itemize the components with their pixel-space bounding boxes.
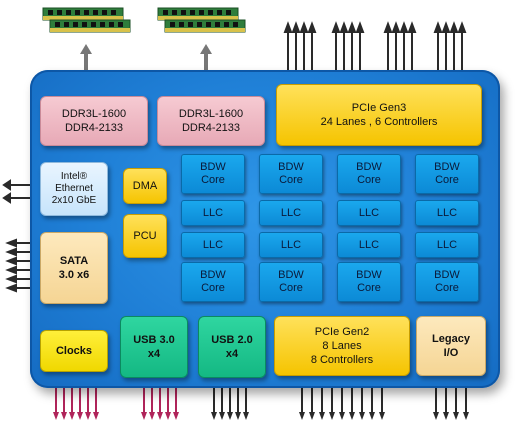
llc-slice-2-2: LLC [337, 232, 401, 258]
dma-block: DMA [123, 168, 167, 204]
core-label: BDW [278, 269, 304, 281]
ethernet-title: Ethernet [55, 183, 93, 194]
llc-label: LLC [436, 238, 458, 251]
core-sublabel: Core [435, 282, 459, 294]
usb2-detail: x4 [225, 348, 239, 360]
core-sublabel: Core [279, 174, 303, 186]
usb2-title: USB 2.0 [211, 334, 253, 346]
legacy-detail: I/O [443, 347, 459, 359]
llc-slice-2-0: LLC [181, 232, 245, 258]
memory-left-line1: DDR3L-1600 [61, 108, 127, 120]
llc-slice-2-3: LLC [415, 232, 479, 258]
core-label: BDW [434, 269, 460, 281]
clocks-label: Clocks [55, 345, 93, 357]
core-label: BDW [278, 161, 304, 173]
core-label: BDW [200, 269, 226, 281]
llc-slice-2-1: LLC [259, 232, 323, 258]
llc-label: LLC [358, 238, 380, 251]
llc-slice-1-0: LLC [181, 200, 245, 226]
pcie-gen3-detail: 24 Lanes , 6 Controllers [320, 116, 438, 128]
llc-label: LLC [358, 206, 380, 219]
core-sublabel: Core [201, 282, 225, 294]
llc-slice-1-1: LLC [259, 200, 323, 226]
core-label: BDW [434, 161, 460, 173]
llc-label: LLC [280, 206, 302, 219]
memory-right-line2: DDR4-2133 [181, 122, 241, 134]
core-label: BDW [356, 161, 382, 173]
legacy-io-block: Legacy I/O [416, 316, 486, 376]
core-label: BDW [200, 161, 226, 173]
core-sublabel: Core [435, 174, 459, 186]
pcie-gen2-block: PCIe Gen2 8 Lanes 8 Controllers [274, 316, 410, 376]
sata-detail: 3.0 x6 [58, 269, 90, 281]
dma-label: DMA [132, 180, 158, 192]
memory-controller-right: DDR3L-1600 DDR4-2133 [157, 96, 265, 146]
ethernet-detail: 2x10 GbE [51, 195, 97, 206]
ethernet-brand: Intel® [60, 171, 88, 182]
core-label: BDW [356, 269, 382, 281]
llc-label: LLC [202, 206, 224, 219]
dimm-left-icon [42, 7, 131, 33]
llc-label: LLC [436, 206, 458, 219]
legacy-title: Legacy [432, 333, 470, 345]
llc-label: LLC [280, 238, 302, 251]
llc-label: LLC [202, 238, 224, 251]
usb3-block: USB 3.0 x4 [120, 316, 188, 378]
pcie-gen2-lanes: 8 Lanes [322, 340, 362, 352]
core-sublabel: Core [201, 174, 225, 186]
pcie-gen2-controllers: 8 Controllers [310, 354, 374, 366]
pcie-gen3-block: PCIe Gen3 24 Lanes , 6 Controllers [276, 84, 482, 146]
pcu-block: PCU [123, 214, 167, 258]
memory-left-line2: DDR4-2133 [64, 122, 124, 134]
usb3-title: USB 3.0 [133, 334, 175, 346]
sata-block: SATA 3.0 x6 [40, 232, 108, 304]
memory-controller-left: DDR3L-1600 DDR4-2133 [40, 96, 148, 146]
pcie-gen3-title: PCIe Gen3 [351, 102, 407, 114]
memory-right-line1: DDR3L-1600 [178, 108, 244, 120]
ethernet-block: Intel® Ethernet 2x10 GbE [40, 162, 108, 216]
llc-slice-1-3: LLC [415, 200, 479, 226]
pcu-label: PCU [133, 230, 157, 242]
usb2-block: USB 2.0 x4 [198, 316, 266, 378]
core-sublabel: Core [357, 282, 381, 294]
core-sublabel: Core [357, 174, 381, 186]
llc-slice-1-2: LLC [337, 200, 401, 226]
core-sublabel: Core [279, 282, 303, 294]
sata-title: SATA [59, 255, 89, 267]
pcie-gen2-title: PCIe Gen2 [314, 326, 370, 338]
pcie-gen3-lanes-icon [283, 21, 467, 84]
usb3-detail: x4 [147, 348, 161, 360]
dimm-right-icon [157, 7, 246, 33]
clocks-block: Clocks [40, 330, 108, 372]
